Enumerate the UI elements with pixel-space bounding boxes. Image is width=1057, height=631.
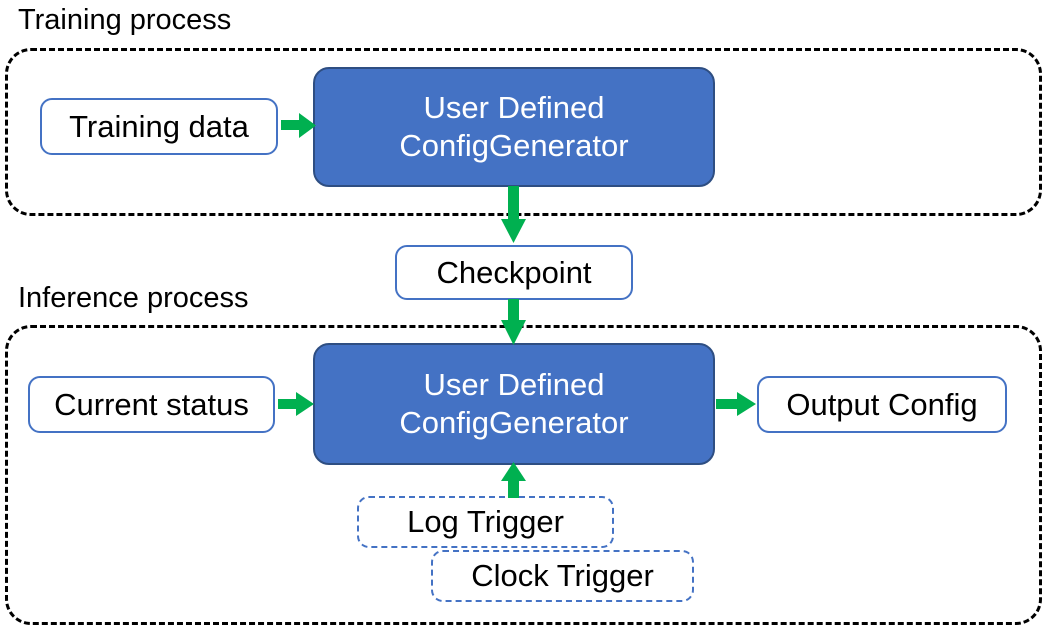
training-config-generator-box[interactable]: User Defined ConfigGenerator bbox=[313, 67, 715, 187]
inference-config-generator-box[interactable]: User Defined ConfigGenerator bbox=[313, 343, 715, 465]
inference-generator-line2: ConfigGenerator bbox=[399, 405, 629, 440]
clock-trigger-label: Clock Trigger bbox=[471, 558, 654, 593]
clock-trigger-box[interactable]: Clock Trigger bbox=[431, 550, 694, 602]
current-status-box[interactable]: Current status bbox=[28, 376, 275, 433]
output-config-label: Output Config bbox=[786, 386, 978, 422]
current-status-label: Current status bbox=[54, 386, 249, 422]
log-trigger-label: Log Trigger bbox=[407, 504, 564, 539]
checkpoint-box[interactable]: Checkpoint bbox=[395, 245, 633, 300]
output-config-box[interactable]: Output Config bbox=[757, 376, 1007, 433]
inference-process-title: Inference process bbox=[18, 282, 249, 314]
training-process-title: Training process bbox=[18, 4, 232, 36]
training-generator-line1: User Defined bbox=[423, 90, 605, 125]
log-trigger-box[interactable]: Log Trigger bbox=[357, 496, 614, 548]
training-process-container bbox=[5, 48, 1042, 216]
inference-generator-line1: User Defined bbox=[423, 367, 605, 402]
training-generator-line2: ConfigGenerator bbox=[399, 128, 629, 163]
training-data-box[interactable]: Training data bbox=[40, 98, 278, 155]
training-data-label: Training data bbox=[69, 108, 249, 144]
checkpoint-label: Checkpoint bbox=[436, 254, 592, 290]
